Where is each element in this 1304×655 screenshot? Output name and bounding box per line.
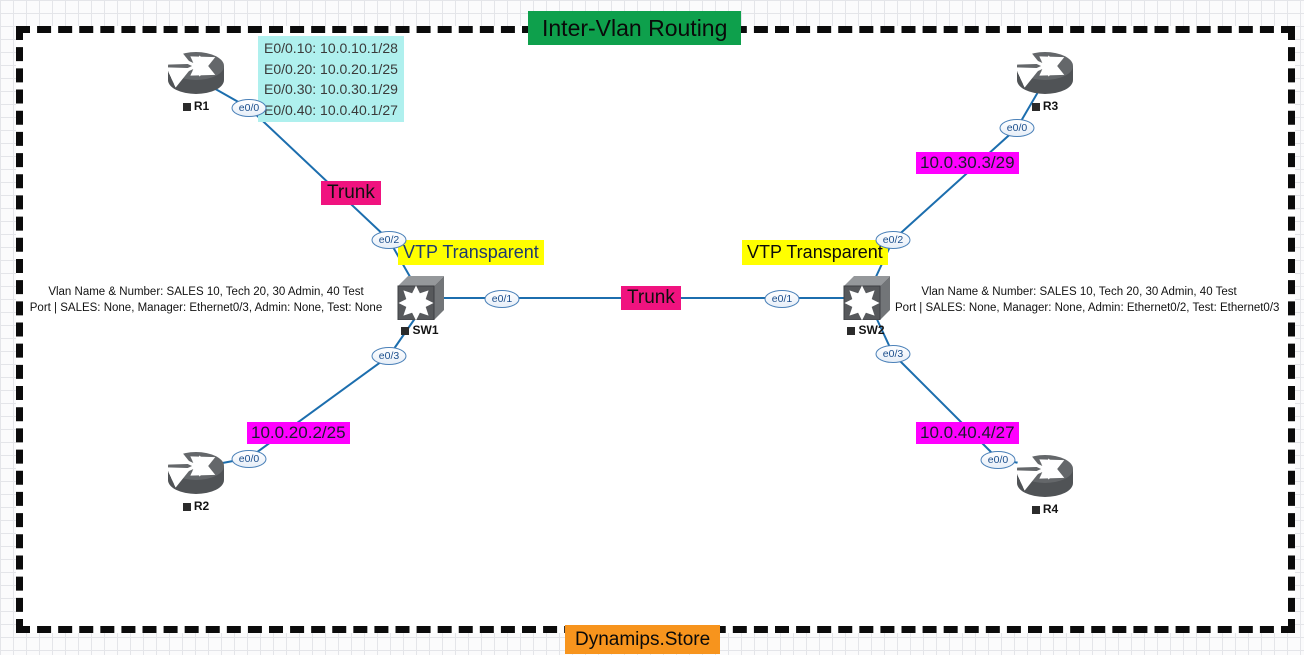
sw2-vlan-info-line2: Port | SALES: None, Manager: None, Admin…: [895, 302, 1280, 314]
link-r2-sw1[interactable]: [195, 313, 419, 469]
device-r2[interactable]: R2: [167, 450, 225, 513]
label-square-icon: [1031, 506, 1040, 514]
device-r1[interactable]: R1: [167, 50, 225, 113]
diagram-title[interactable]: Inter-Vlan Routing: [528, 11, 742, 45]
label-square-icon: [401, 327, 410, 335]
vtp-note-sw1[interactable]: VTP Transparent: [398, 240, 544, 265]
port-badge-sw1-e0-3: e0/3: [371, 347, 407, 365]
device-label-r1: R1: [167, 99, 225, 113]
port-badge-r1-e0-0: e0/0: [231, 99, 267, 117]
sw2-vlan-info-line1: Vlan Name & Number: SALES 10, Tech 20, 3…: [921, 286, 1237, 298]
device-r4[interactable]: R4: [1016, 453, 1074, 516]
note-r1-subinterfaces[interactable]: E0/0.10: 10.0.10.1/28 E0/0.20: 10.0.20.1…: [258, 36, 404, 122]
label-square-icon: [182, 503, 191, 511]
device-sw2[interactable]: SW2: [842, 274, 890, 337]
footer-brand[interactable]: Dynamips.Store: [565, 625, 721, 654]
port-badge-sw2-e0-3: e0/3: [875, 345, 911, 363]
sw1-vlan-info-line1: Vlan Name & Number: SALES 10, Tech 20, 3…: [48, 286, 364, 298]
subinterface-line: E0/0.40: 10.0.40.1/27: [264, 101, 398, 118]
ip-label-r4[interactable]: 10.0.40.4/27: [916, 422, 1019, 444]
router-icon: [167, 450, 225, 496]
trunk-label-r1-sw1[interactable]: Trunk: [321, 181, 381, 205]
vtp-note-sw2[interactable]: VTP Transparent: [742, 240, 888, 265]
router-icon: [1016, 50, 1074, 96]
port-badge-sw2-e0-2: e0/2: [875, 231, 911, 249]
router-icon: [167, 50, 225, 96]
switch-icon: [396, 274, 444, 320]
label-square-icon: [847, 327, 856, 335]
ip-label-r3[interactable]: 10.0.30.3/29: [916, 152, 1019, 174]
port-badge-r2-e0-0: e0/0: [231, 450, 267, 468]
sw2-vlan-info[interactable]: Vlan Name & Number: SALES 10, Tech 20, 3…: [895, 284, 1280, 316]
label-square-icon: [1031, 103, 1040, 111]
device-label-sw2: SW2: [842, 323, 890, 337]
device-label-r4: R4: [1016, 502, 1074, 516]
device-label-sw1: SW1: [396, 323, 444, 337]
sw1-vlan-info-line2: Port | SALES: None, Manager: Ethernet0/3…: [29, 302, 383, 314]
link-r3-sw2[interactable]: [867, 79, 1046, 295]
subinterface-line: E0/0.20: 10.0.20.1/25: [264, 60, 398, 77]
device-sw1[interactable]: SW1: [396, 274, 444, 337]
port-badge-r4-e0-0: e0/0: [980, 451, 1016, 469]
subinterface-line: E0/0.10: 10.0.10.1/28: [264, 40, 398, 56]
subinterface-line: E0/0.30: 10.0.30.1/29: [264, 81, 398, 97]
diagram-border: [16, 26, 1295, 633]
device-r3[interactable]: R3: [1016, 50, 1074, 113]
label-square-icon: [182, 103, 191, 111]
port-badge-r3-e0-0: e0/0: [999, 119, 1035, 137]
ip-label-r2[interactable]: 10.0.20.2/25: [247, 422, 350, 444]
switch-icon: [842, 274, 890, 320]
port-badge-sw1-e0-2: e0/2: [371, 231, 407, 249]
device-label-r3: R3: [1016, 99, 1074, 113]
sw1-vlan-info[interactable]: Vlan Name & Number: SALES 10, Tech 20, 3…: [26, 284, 386, 316]
link-r1-sw1[interactable]: [195, 77, 422, 297]
device-label-r2: R2: [167, 499, 225, 513]
trunk-label-sw1-sw2[interactable]: Trunk: [621, 286, 681, 310]
router-icon: [1016, 453, 1074, 499]
port-badge-sw1-e0-1: e0/1: [484, 290, 520, 308]
port-badge-sw2-e0-1: e0/1: [764, 290, 800, 308]
